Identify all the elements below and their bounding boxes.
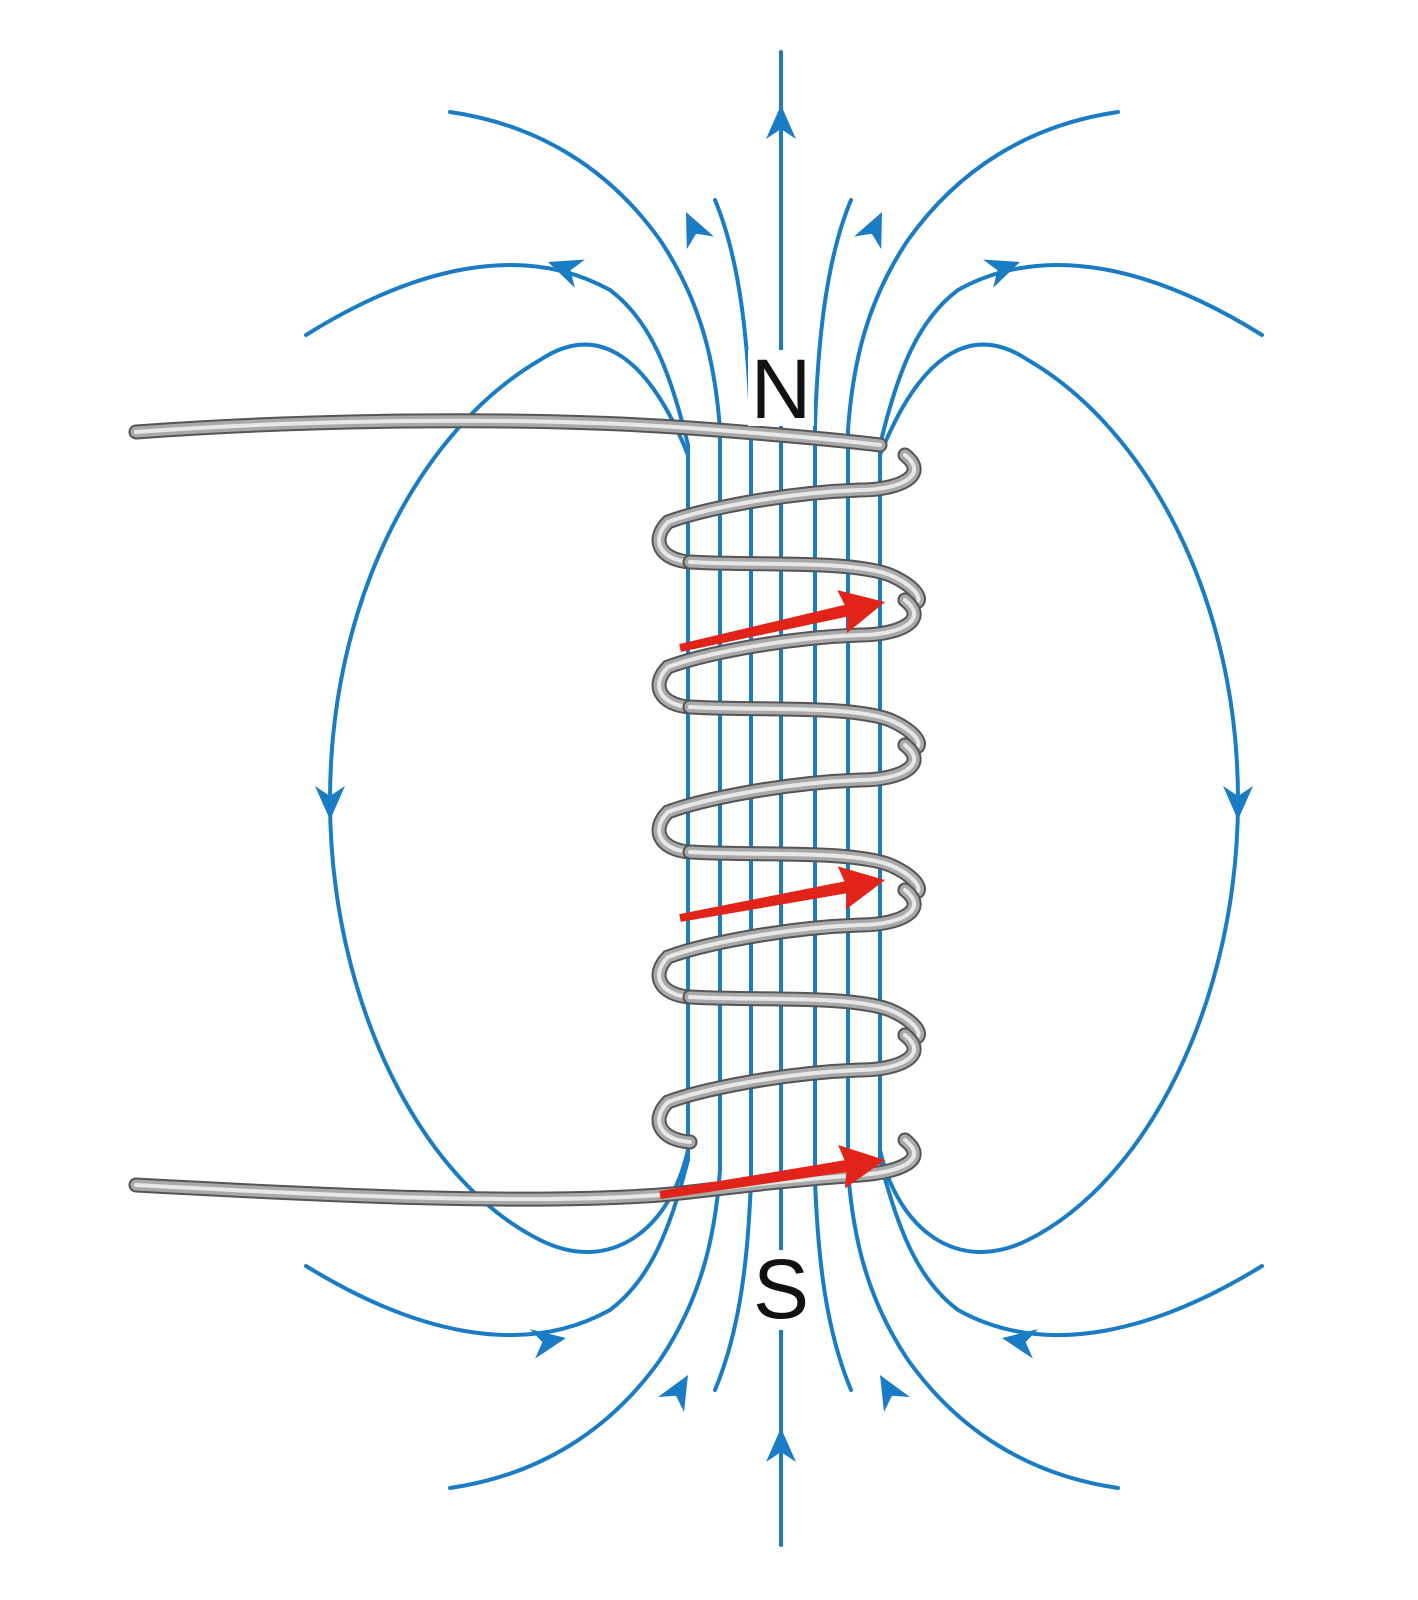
current-direction-arrows <box>659 590 886 1199</box>
field-line-bottom-left-near <box>713 1178 753 1392</box>
field-line-bottom-right-near <box>813 1178 853 1392</box>
current-arrow <box>679 866 885 922</box>
field-arrowhead <box>1002 1329 1039 1359</box>
coil-lead-top <box>128 413 888 453</box>
field-line-bottom-right-outer <box>878 1158 1264 1337</box>
field-arrowhead <box>854 212 882 250</box>
field-arrowhead <box>315 786 345 820</box>
field-line-top-right-near <box>813 198 853 427</box>
field-line-top-left-outer <box>304 263 690 447</box>
field-line-top-right-outer <box>878 263 1264 447</box>
coil-front-half <box>128 413 926 1207</box>
coil-turn-back <box>682 989 926 1046</box>
field-arrowhead <box>982 259 1020 288</box>
field-line-top-left-inner <box>448 110 722 432</box>
field-arrowhead <box>686 212 714 250</box>
coil-turn <box>651 447 922 570</box>
field-arrowhead <box>548 259 586 288</box>
magnetic-field-lines <box>304 50 1264 1547</box>
north-pole-label: N <box>751 342 812 436</box>
field-arrowhead <box>766 1428 796 1462</box>
field-line-bottom-right-inner <box>846 1168 1120 1490</box>
field-arrowhead <box>529 1329 566 1359</box>
field-direction-arrowheads <box>315 105 1253 1462</box>
coil-turn-back <box>682 844 926 901</box>
field-line-bottom-left-outer <box>304 1158 690 1337</box>
field-line-loop-left <box>327 342 690 1254</box>
field-line-loop-right <box>878 342 1241 1254</box>
coil-turn <box>651 882 922 1005</box>
field-arrowhead <box>766 105 796 139</box>
field-line-bottom-left-inner <box>448 1168 722 1490</box>
coil-turn-back <box>682 554 926 611</box>
field-arrowhead <box>658 1375 688 1412</box>
current-arrow <box>659 1145 886 1199</box>
coil-turn <box>651 1027 922 1150</box>
south-label-backdrop <box>750 1250 812 1330</box>
coil-turn-back <box>682 699 926 756</box>
north-label-backdrop <box>748 350 814 426</box>
current-arrow <box>679 590 886 652</box>
field-arrowhead <box>1223 786 1253 820</box>
field-line-top-right-inner <box>846 110 1120 432</box>
south-pole-label: S <box>753 1242 809 1336</box>
coil-turn <box>651 737 922 860</box>
field-arrowhead <box>880 1375 910 1412</box>
coil-turn <box>651 592 922 715</box>
field-line-top-left-near <box>713 198 753 427</box>
